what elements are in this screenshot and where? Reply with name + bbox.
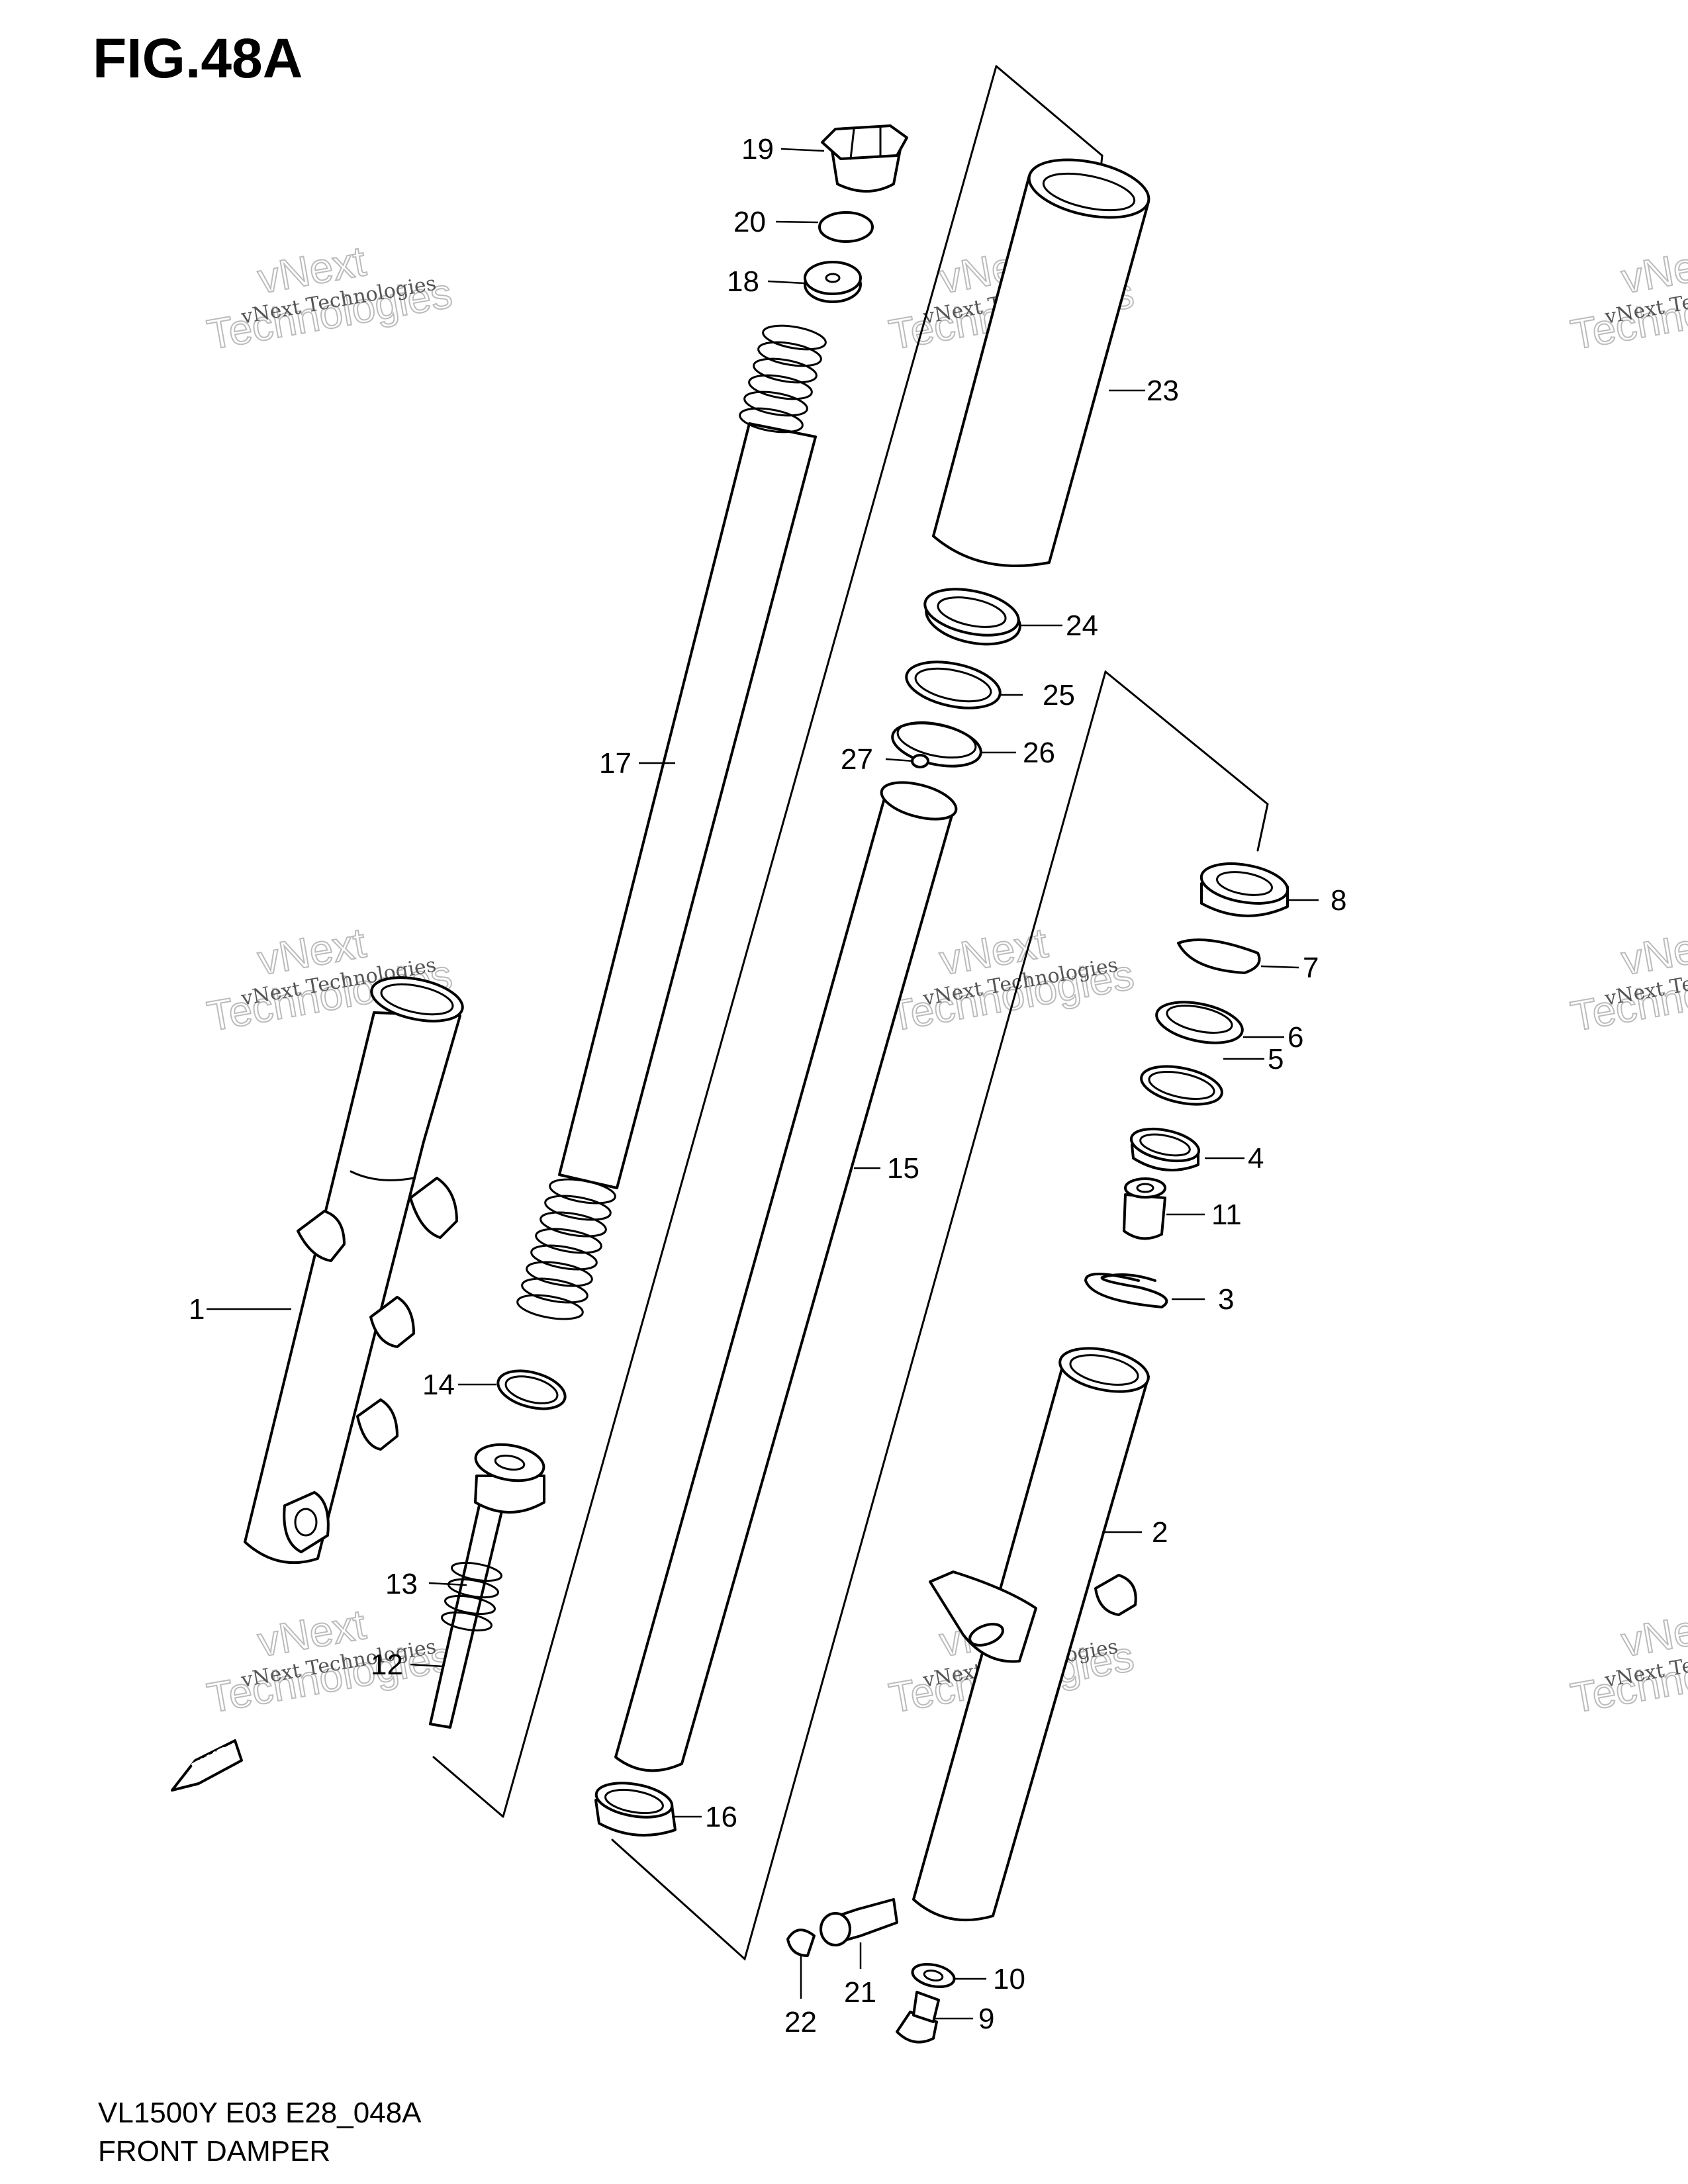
callout-17: 17	[599, 747, 632, 780]
callout-8: 8	[1331, 884, 1346, 917]
guide-bushing	[594, 1782, 677, 1837]
callout-19: 19	[741, 133, 774, 165]
callout-22: 22	[784, 2006, 817, 2038]
callout-7: 7	[1303, 952, 1319, 984]
stopper-ring	[905, 660, 1002, 709]
fork-spring	[516, 324, 827, 1320]
drain-gasket	[786, 1929, 816, 1957]
callout-25: 25	[1043, 679, 1075, 711]
callout-12: 12	[371, 1649, 403, 1681]
left-fork-leg	[244, 976, 464, 1565]
callout-5: 5	[1268, 1043, 1284, 1075]
callout-13: 13	[385, 1568, 418, 1600]
oil-lock-piece	[1123, 1177, 1166, 1240]
callout-2: 2	[1152, 1516, 1168, 1549]
forward-arrow-icon: FWD	[171, 1739, 243, 1792]
callout-24: 24	[1066, 610, 1098, 642]
bushing-small	[1129, 1127, 1201, 1171]
cap-bolt	[821, 124, 908, 193]
oil-seal-lower	[1155, 1001, 1244, 1044]
piston-ring	[496, 1369, 567, 1410]
callout-15: 15	[887, 1152, 919, 1185]
callout-labels: 19 20 18 23 24 25 26 27 17 15 8 7 6 5 4 …	[189, 133, 1346, 2038]
right-fork-leg	[912, 1347, 1150, 1922]
callout-26: 26	[1023, 737, 1055, 769]
oil-seal	[923, 588, 1021, 646]
washer	[911, 754, 929, 768]
callout-18: 18	[727, 265, 759, 298]
leader-lines	[207, 148, 1319, 2020]
damper-gasket	[911, 1962, 956, 1989]
callout-16: 16	[705, 1801, 737, 1833]
plate-washer	[1177, 938, 1261, 974]
slide-bushing	[891, 721, 982, 768]
callout-20: 20	[733, 206, 766, 238]
callout-1: 1	[189, 1293, 205, 1326]
callout-27: 27	[841, 743, 873, 776]
drain-screw	[820, 1898, 898, 1946]
snap-ring	[1140, 1065, 1223, 1106]
circlip	[1084, 1273, 1168, 1308]
watermark-group: vNext Technologies vNext Technologies vN…	[203, 236, 1688, 1723]
callout-4: 4	[1248, 1142, 1264, 1175]
dust-seal	[1199, 862, 1289, 917]
callout-6: 6	[1288, 1021, 1303, 1054]
o-ring	[818, 211, 874, 243]
fork-outer-tube	[932, 158, 1150, 567]
figure-name: FRONT DAMPER	[98, 2135, 331, 2167]
damper-rod	[429, 1443, 545, 1729]
spacer	[804, 261, 862, 303]
callout-21: 21	[844, 1976, 876, 2009]
callout-10: 10	[993, 1963, 1025, 1995]
callout-14: 14	[422, 1369, 455, 1401]
callout-9: 9	[978, 2003, 994, 2035]
callout-23: 23	[1147, 375, 1179, 407]
callout-3: 3	[1218, 1283, 1234, 1316]
damper-bolt	[896, 1991, 940, 2044]
fork-inner-tube	[614, 781, 958, 1772]
figure-title: FIG.48A	[93, 27, 303, 89]
model-code: VL1500Y E03 E28_048A	[98, 2097, 422, 2129]
callout-11: 11	[1211, 1199, 1242, 1231]
